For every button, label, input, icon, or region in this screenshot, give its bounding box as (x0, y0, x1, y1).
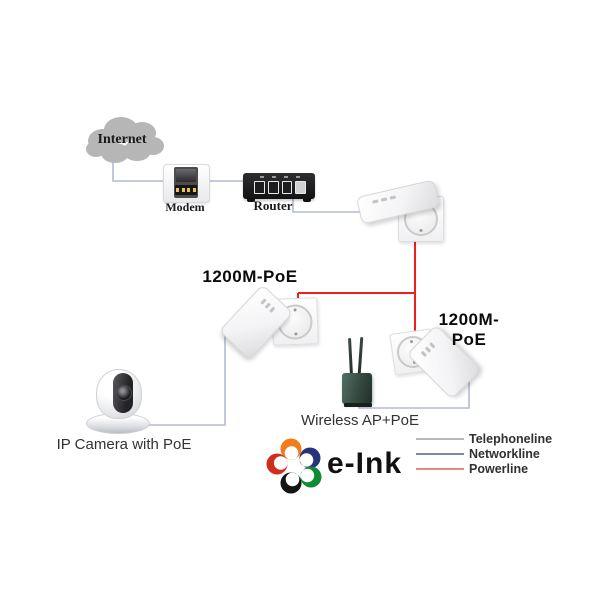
modem-label: Modem (165, 200, 205, 214)
logo-crescent-black (280, 472, 302, 494)
logo-crescent-orange (280, 438, 302, 460)
logo-wordmark: e-Ink (327, 447, 403, 480)
router-foot (247, 199, 255, 202)
legend-row-powerline: Powerline (416, 462, 552, 476)
ip-camera-device (84, 368, 150, 434)
modem-ports (175, 185, 197, 195)
router-leds (256, 176, 304, 179)
telephoneline-label: Telephoneline (469, 432, 553, 446)
legend-row-networkline: Networkline (416, 447, 552, 461)
telephoneline-swatch (416, 438, 464, 440)
adapter-leds (372, 195, 397, 204)
wireless-ap-base (344, 403, 372, 407)
router-label: Router (253, 198, 293, 213)
internet-label: Internet (97, 132, 147, 147)
logo-crescent-green (300, 466, 322, 488)
powerline-swatch (416, 468, 464, 470)
networkline-swatch (416, 453, 464, 455)
legend: Telephoneline Networkline Powerline (416, 432, 553, 476)
camera-face (113, 373, 133, 413)
internet-cloud-icon (86, 117, 164, 163)
router-ports (254, 181, 306, 194)
wireless-ap-label: Wireless AP+PoE (301, 412, 419, 429)
camera-head (96, 369, 142, 419)
modem-screen (176, 169, 196, 182)
legend-row-telephoneline: Telephoneline (416, 432, 553, 446)
router-device (243, 173, 315, 202)
adapter-leds (260, 298, 276, 313)
ip-camera-label: IP Camera with PoE (56, 436, 192, 453)
wireless-ap-device (342, 373, 372, 404)
modem-panel (174, 167, 198, 198)
camera-lens-icon (116, 385, 132, 401)
line-adapter-camera (145, 326, 226, 426)
modem-device (163, 164, 210, 203)
adapter-middle-label: 1200M-PoE (202, 267, 298, 286)
router-foot (303, 199, 311, 202)
adapter-right-label: 1200M-PoE (438, 310, 500, 349)
logo-crescent-red (266, 453, 288, 475)
e-ink-logo-icon (266, 438, 322, 494)
logo-crescent-blue (299, 447, 321, 469)
networkline-label: Networkline (469, 447, 540, 461)
line-router-adapter (292, 195, 367, 213)
powerline-label: Powerline (469, 462, 529, 476)
